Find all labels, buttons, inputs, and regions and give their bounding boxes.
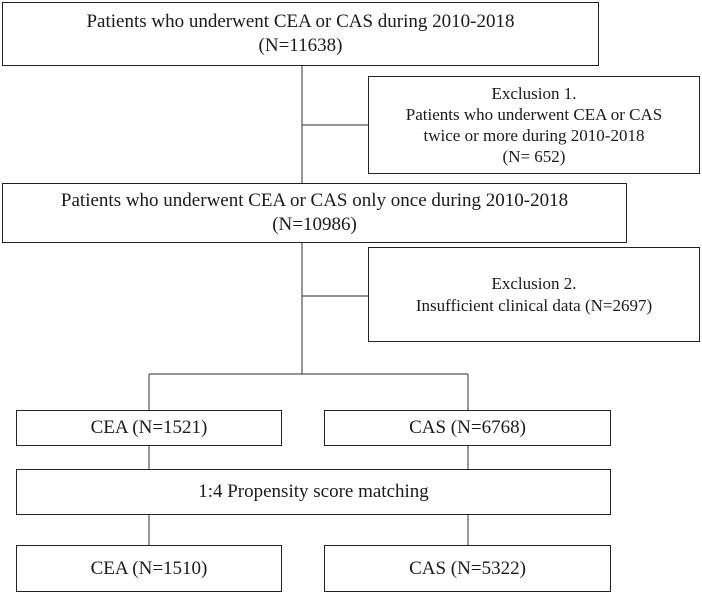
start-population-count: (N=11638) [258,35,343,56]
cea-before-box: CEA (N=1521) [16,410,282,446]
once-population-box: Patients who underwent CEA or CAS only o… [2,183,627,243]
cas-before-label: CAS (N=6768) [409,417,526,439]
cas-before-box: CAS (N=6768) [324,410,611,446]
cea-after-box: CEA (N=1510) [16,545,282,592]
cas-after-box: CAS (N=5322) [324,545,611,592]
matching-label: 1:4 Propensity score matching [198,481,429,503]
exclusion2-title: Exclusion 2. [491,274,577,294]
matching-box: 1:4 Propensity score matching [16,469,611,515]
exclusion1-desc-2: twice or more during 2010-2018 [423,126,645,145]
exclusion1-box: Exclusion 1. Patients who underwent CEA … [368,76,700,174]
exclusion1-count: (N= 652) [502,147,566,167]
exclusion2-desc: Insufficient clinical data (N=2697) [415,295,653,315]
cea-before-label: CEA (N=1521) [90,417,208,439]
cas-after-label: CAS (N=5322) [409,557,526,579]
exclusion1-title: Exclusion 1. [491,83,577,103]
cea-after-label: CEA (N=1510) [90,557,208,579]
once-population-title: Patients who underwent CEA or CAS only o… [60,190,569,212]
exclusion1-desc-1: Patients who underwent CEA or CAS [405,104,663,124]
once-population-count: (N=10986) [272,214,357,235]
start-population-title: Patients who underwent CEA or CAS during… [86,11,515,33]
start-population-box: Patients who underwent CEA or CAS during… [2,2,599,66]
exclusion2-box: Exclusion 2. Insufficient clinical data … [368,247,700,342]
